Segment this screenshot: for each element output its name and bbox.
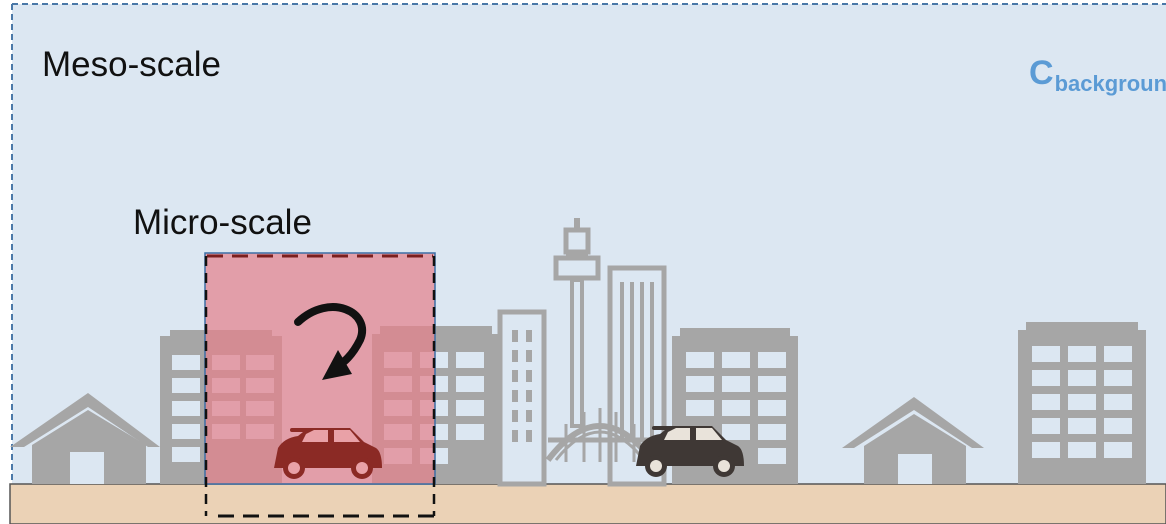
meso-scale-label: Meso-scale (42, 47, 221, 82)
concentration-subscript: background (1055, 71, 1166, 96)
ground-strip (10, 484, 1166, 524)
apartment-building-d (1018, 322, 1146, 484)
concentration-symbol: C (1029, 54, 1054, 92)
background-concentration-label: Cbackground (1029, 56, 1166, 95)
micro-scale-label: Micro-scale (133, 205, 312, 240)
